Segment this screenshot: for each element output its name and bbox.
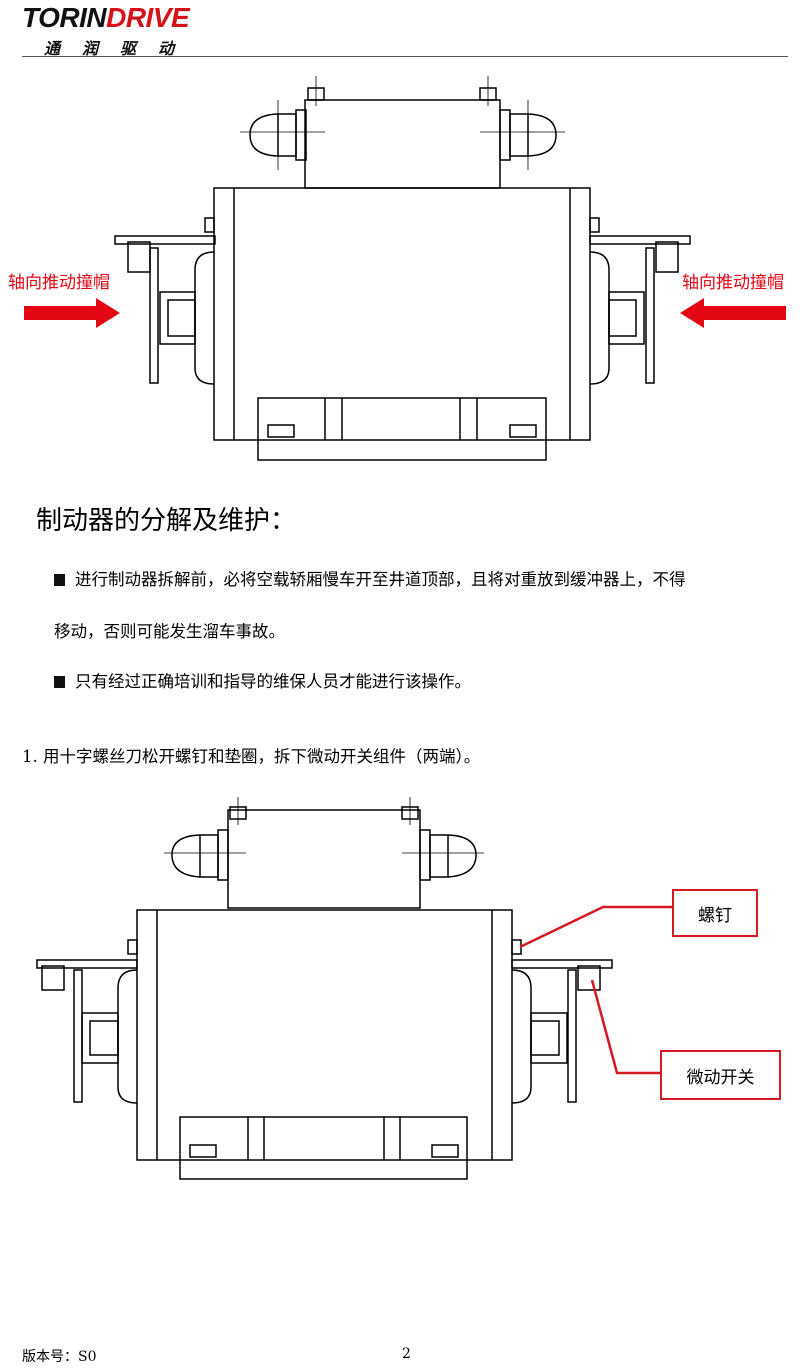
logo-chinese-text: 通润驱动: [44, 39, 197, 58]
version-number: 版本号：S0: [22, 1349, 97, 1365]
brake-drawing-axial-push: 轴向推动撞帽 轴向推动撞帽: [8, 76, 786, 461]
arrow-right-icon: [24, 298, 120, 328]
logo-text-main: TORIN: [22, 2, 107, 33]
section-title: 制动器的分解及维护：: [36, 506, 297, 536]
callout-screw: 螺钉: [672, 889, 758, 937]
warning-text-1: 进行制动器拆解前，必将空载轿厢慢车开至井道顶部，且将对重放到缓冲器上，不得: [75, 570, 686, 589]
logo-text-accent: DRIVE: [106, 2, 190, 33]
warning-text-1-continued: 移动，否则可能发生溜车事故。: [54, 622, 285, 641]
arrow-left-icon: [680, 298, 786, 328]
step-1-instruction: 1. 用十字螺丝刀松开螺钉和垫圈，拆下微动开关组件（两端）。: [22, 747, 481, 766]
square-bullet-icon: [54, 676, 65, 688]
warning-item-1: 进行制动器拆解前，必将空载轿厢慢车开至井道顶部，且将对重放到缓冲器上，不得: [54, 566, 686, 590]
brake-drawing-microswitch: [36, 797, 672, 1180]
warning-text-2: 只有经过正确培训和指导的维保人员才能进行该操作。: [75, 672, 471, 691]
page-number: 2: [402, 1346, 411, 1362]
right-axial-push-label: 轴向推动撞帽: [682, 273, 784, 293]
warning-item-2: 只有经过正确培训和指导的维保人员才能进行该操作。: [54, 668, 471, 692]
left-axial-push-label: 轴向推动撞帽: [8, 273, 110, 293]
callout-microswitch: 微动开关: [660, 1050, 781, 1100]
square-bullet-icon: [54, 574, 65, 586]
brand-logo: TORINDRIVE: [22, 2, 190, 34]
header-divider: [22, 56, 788, 57]
